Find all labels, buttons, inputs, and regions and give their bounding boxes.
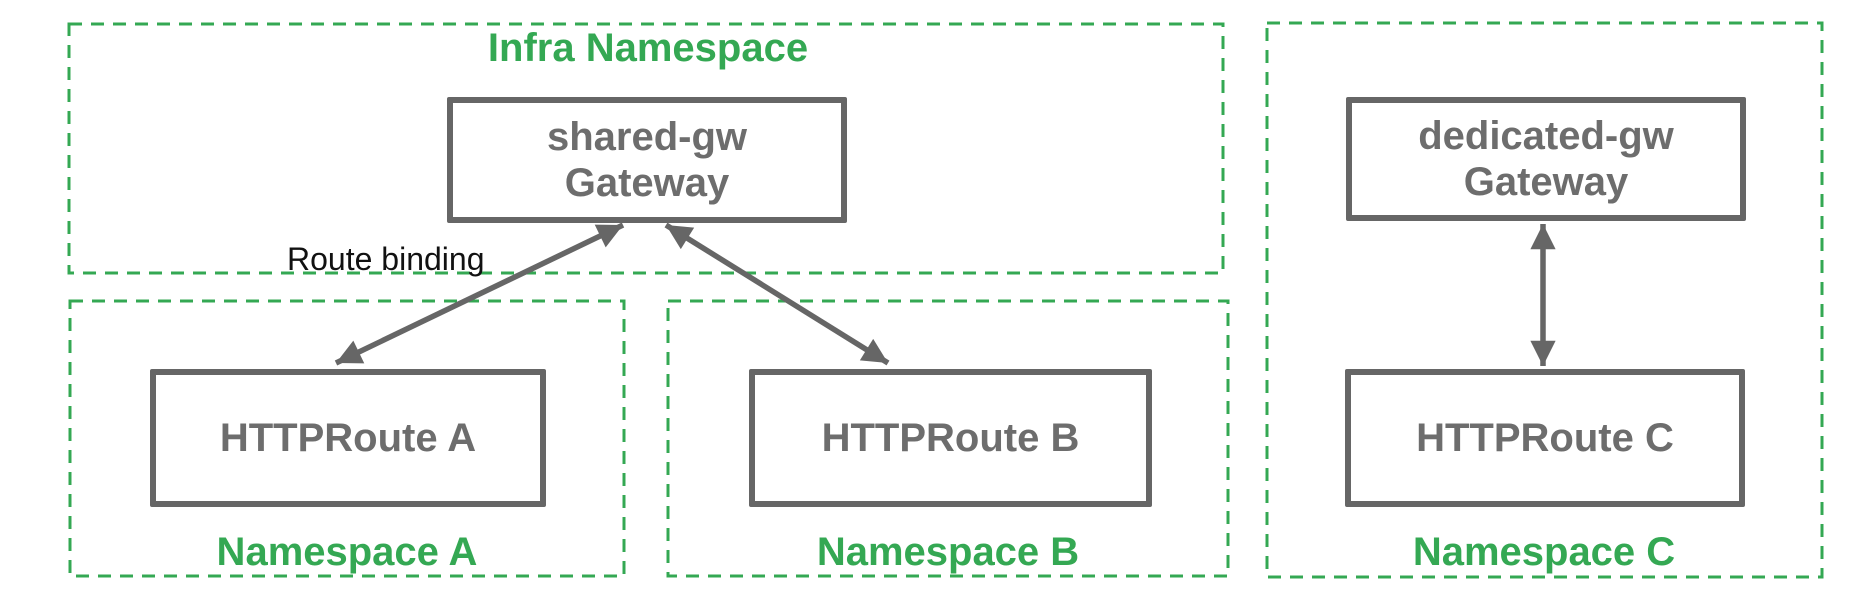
- namespace-c-border: [1265, 21, 1824, 579]
- infra-namespace-label: Infra Namespace: [487, 26, 809, 70]
- httproute-b-node: HTTPRoute B: [749, 369, 1152, 507]
- shared-gw-gateway-node: shared-gw Gateway: [447, 97, 847, 223]
- route-b-binding-arrow: [664, 222, 890, 366]
- dedicated-gw-gateway-kind: Gateway: [1463, 160, 1629, 204]
- dedicated-gw-gateway-name: dedicated-gw: [1418, 114, 1674, 158]
- httproute-c-node: HTTPRoute C: [1345, 369, 1745, 507]
- namespace-a-label: Namespace A: [216, 530, 478, 574]
- httproute-a-node: HTTPRoute A: [150, 369, 546, 507]
- dedicated-gw-gateway-node: dedicated-gw Gateway: [1346, 97, 1746, 221]
- infra-namespace-border: [67, 22, 1225, 275]
- route-a-binding-arrow: [334, 222, 625, 366]
- shared-gw-gateway-name: shared-gw: [546, 115, 748, 159]
- namespace-b-label: Namespace B: [816, 530, 1080, 574]
- route-binding-label: Route binding: [287, 241, 485, 277]
- namespace-c-label: Namespace C: [1412, 530, 1676, 574]
- httproute-b-name: HTTPRoute B: [821, 416, 1080, 460]
- httproute-a-name: HTTPRoute A: [219, 416, 477, 460]
- shared-gw-gateway-kind: Gateway: [564, 161, 730, 205]
- httproute-c-name: HTTPRoute C: [1416, 416, 1674, 460]
